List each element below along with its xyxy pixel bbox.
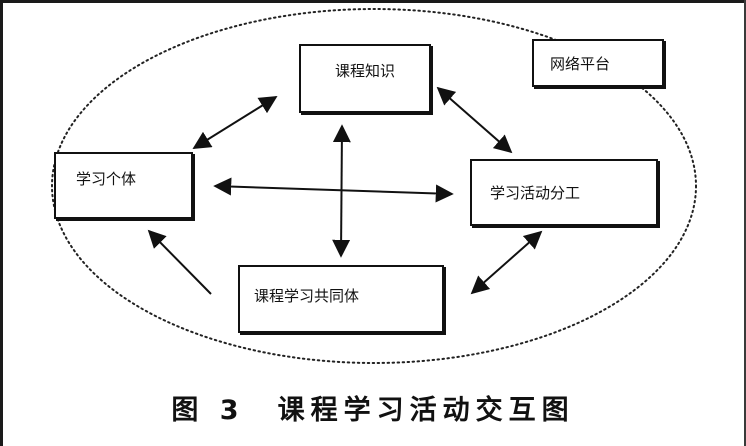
node-network-platform: 网络平台: [532, 39, 664, 87]
node-course-knowledge: 课程知识: [299, 44, 431, 113]
arrow-knowledge-division: [436, 86, 513, 154]
node-label: 课程学习共同体: [254, 287, 360, 305]
frame-border-left: [0, 0, 3, 446]
node-label: 学习个体: [76, 170, 137, 188]
frame-border-right: [744, 0, 746, 446]
arrow-community-to-individual: [147, 229, 212, 295]
arrow-individual-division: [213, 177, 454, 203]
arrow-individual-knowledge: [192, 96, 278, 149]
node-label: 网络平台: [550, 54, 611, 73]
node-label: 学习活动分工: [490, 184, 581, 202]
node-learning-community: 课程学习共同体: [238, 265, 444, 333]
figure-caption: 图 3 课程学习活动交互图: [171, 395, 575, 426]
node-label: 课程知识: [334, 62, 395, 80]
frame-border-top: [0, 0, 746, 3]
node-learning-individual: 学习个体: [54, 152, 193, 219]
network-boundary-ellipse: [51, 8, 697, 364]
arrow-knowledge-community: [332, 124, 351, 258]
node-activity-division: 学习活动分工: [470, 159, 658, 226]
arrow-community-division: [470, 230, 543, 295]
